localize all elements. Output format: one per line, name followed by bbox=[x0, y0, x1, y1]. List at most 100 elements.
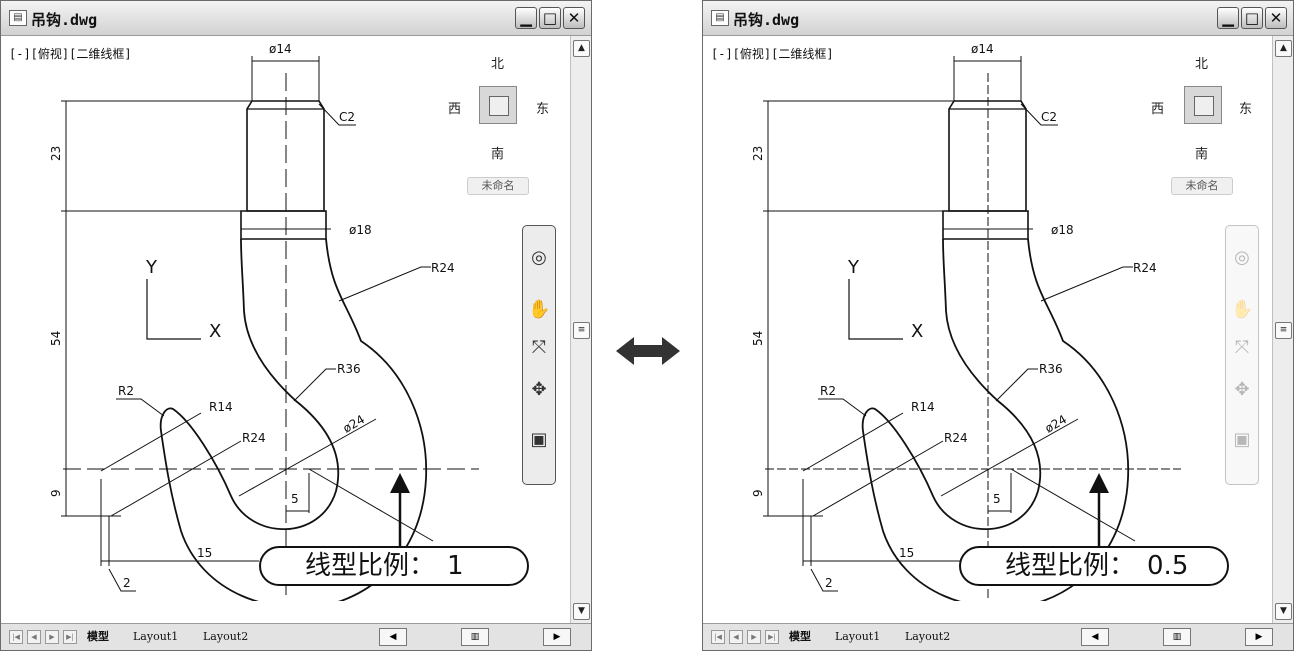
leader-c2 bbox=[1020, 103, 1058, 126]
minimize-button[interactable]: ▁ bbox=[1217, 7, 1239, 29]
dim-text-r24-left: R24 bbox=[944, 431, 968, 445]
leader-c2 bbox=[318, 103, 356, 126]
viewcube[interactable] bbox=[479, 86, 517, 124]
leader-r36 bbox=[995, 368, 1038, 402]
close-button[interactable]: ✕ bbox=[1265, 7, 1287, 29]
ucs-menu[interactable]: 未命名 bbox=[1171, 177, 1233, 195]
tab-model[interactable]: 模型 bbox=[87, 630, 109, 643]
dim-text-r2: R2 bbox=[118, 384, 134, 398]
ucs-x-label: X bbox=[911, 321, 923, 342]
minimize-button[interactable]: ▁ bbox=[515, 7, 537, 29]
scroll-up-icon[interactable]: ▲ bbox=[1275, 40, 1292, 57]
dim-text-2: 2 bbox=[123, 576, 131, 590]
viewport-label[interactable]: [-][俯视][二维线框] bbox=[9, 47, 132, 61]
dim-line-diag bbox=[308, 468, 434, 542]
tab-model[interactable]: 模型 bbox=[789, 630, 811, 643]
zoom-icon[interactable]: ⤧ bbox=[1234, 337, 1250, 358]
scroll-down-icon[interactable]: ▼ bbox=[573, 603, 590, 620]
scroll-up-icon[interactable]: ▲ bbox=[573, 40, 590, 57]
zoom-icon[interactable]: ⤧ bbox=[531, 337, 547, 358]
scroll-left-button[interactable]: ◀ bbox=[1081, 628, 1109, 646]
pan-hand-icon[interactable]: ✋ bbox=[528, 299, 551, 320]
dim-text-d18: ø18 bbox=[349, 223, 372, 237]
last-tab-button[interactable]: ▶| bbox=[63, 630, 77, 644]
ucs-axes bbox=[146, 279, 201, 340]
layout-tab-bar: |◀ ◀ ▶ ▶| 模型 Layout1 Layout2 ◀ ▥ ▶ bbox=[703, 623, 1293, 650]
viewcube-west[interactable]: 西 bbox=[1151, 102, 1165, 117]
prev-tab-button[interactable]: ◀ bbox=[729, 630, 743, 644]
dim-text-2: 2 bbox=[825, 576, 833, 590]
app-icon[interactable]: ▤ bbox=[711, 10, 729, 26]
pan-hand-icon[interactable]: ✋ bbox=[1231, 299, 1254, 320]
collar-outline bbox=[942, 210, 1029, 240]
leader-r24-top bbox=[338, 266, 431, 302]
leader-r14 bbox=[802, 412, 904, 472]
viewcube-north[interactable]: 北 bbox=[1195, 57, 1209, 72]
tab-layout2[interactable]: Layout2 bbox=[905, 630, 951, 643]
first-tab-button[interactable]: |◀ bbox=[711, 630, 725, 644]
viewcube-south[interactable]: 南 bbox=[491, 147, 505, 162]
next-tab-button[interactable]: ▶ bbox=[747, 630, 761, 644]
first-tab-button[interactable]: |◀ bbox=[9, 630, 23, 644]
close-button[interactable]: ✕ bbox=[563, 7, 585, 29]
viewcube-north[interactable]: 北 bbox=[491, 57, 505, 72]
viewcube-east[interactable]: 东 bbox=[536, 102, 550, 117]
horizontal-scroll-thumb[interactable]: ▥ bbox=[1163, 628, 1191, 646]
scroll-left-button[interactable]: ◀ bbox=[379, 628, 407, 646]
viewcube-top-face[interactable] bbox=[489, 96, 509, 116]
dim-text-9: 9 bbox=[49, 489, 63, 497]
horizontal-scroll-thumb[interactable]: ▥ bbox=[461, 628, 489, 646]
viewcube[interactable] bbox=[1184, 86, 1222, 124]
scroll-down-icon[interactable]: ▼ bbox=[1275, 603, 1292, 620]
dim-text-r36: R36 bbox=[337, 362, 361, 376]
tab-layout2[interactable]: Layout2 bbox=[203, 630, 249, 643]
vertical-scrollbar[interactable]: ▲ ≡ ▼ bbox=[1272, 36, 1293, 624]
steering-wheel-icon[interactable]: ◎ bbox=[1234, 247, 1250, 268]
dim-text-d14: ø14 bbox=[971, 42, 994, 56]
leader-2 bbox=[810, 568, 838, 592]
navigation-bar: ◎ ✋ ⤧ ✥ ▣ bbox=[1225, 225, 1259, 485]
leader-r24-left bbox=[812, 440, 944, 517]
title-bar[interactable]: ▤ 吊钩.dwg ▁ □ ✕ bbox=[1, 1, 591, 36]
drawing-window-right: ▤ 吊钩.dwg ▁ □ ✕ [-][俯视][二维线框] bbox=[702, 0, 1294, 651]
viewcube-south[interactable]: 南 bbox=[1195, 147, 1209, 162]
prev-tab-button[interactable]: ◀ bbox=[27, 630, 41, 644]
tab-layout1[interactable]: Layout1 bbox=[133, 630, 179, 643]
last-tab-button[interactable]: ▶| bbox=[765, 630, 779, 644]
dim-text-d24: ø24 bbox=[341, 412, 368, 435]
viewport-label[interactable]: [-][俯视][二维线框] bbox=[711, 47, 834, 61]
dim-text-c2: C2 bbox=[1041, 110, 1057, 124]
dim-text-15: 15 bbox=[899, 546, 914, 560]
dim-line-d24 bbox=[940, 418, 1079, 497]
orbit-icon[interactable]: ✥ bbox=[1234, 379, 1250, 400]
dim-text-d24: ø24 bbox=[1043, 412, 1070, 435]
dim-text-r2: R2 bbox=[820, 384, 836, 398]
showmotion-icon[interactable]: ▣ bbox=[1233, 429, 1251, 450]
maximize-button[interactable]: □ bbox=[1241, 7, 1263, 29]
vertical-scrollbar[interactable]: ▲ ≡ ▼ bbox=[570, 36, 591, 624]
scroll-right-button[interactable]: ▶ bbox=[1245, 628, 1273, 646]
scroll-thumb[interactable]: ≡ bbox=[573, 322, 590, 339]
leader-r24-top bbox=[1040, 266, 1133, 302]
viewcube-top-face[interactable] bbox=[1194, 96, 1214, 116]
viewcube-west[interactable]: 西 bbox=[448, 102, 462, 117]
dim-line-diag bbox=[1010, 468, 1136, 542]
scroll-thumb[interactable]: ≡ bbox=[1275, 322, 1292, 339]
leader-r24-left bbox=[110, 440, 242, 517]
ucs-menu[interactable]: 未命名 bbox=[467, 177, 529, 195]
callout-value: 1 bbox=[447, 551, 464, 581]
steering-wheel-icon[interactable]: ◎ bbox=[531, 247, 547, 268]
ucs-axes bbox=[848, 279, 903, 340]
app-icon[interactable]: ▤ bbox=[9, 10, 27, 26]
viewcube-east[interactable]: 东 bbox=[1239, 102, 1253, 117]
tab-layout1[interactable]: Layout1 bbox=[835, 630, 881, 643]
next-tab-button[interactable]: ▶ bbox=[45, 630, 59, 644]
title-bar[interactable]: ▤ 吊钩.dwg ▁ □ ✕ bbox=[703, 1, 1293, 36]
showmotion-icon[interactable]: ▣ bbox=[530, 429, 548, 450]
maximize-button[interactable]: □ bbox=[539, 7, 561, 29]
leader-2 bbox=[108, 568, 136, 592]
dim-text-c2: C2 bbox=[339, 110, 355, 124]
scroll-right-button[interactable]: ▶ bbox=[543, 628, 571, 646]
collar-outline bbox=[240, 210, 327, 240]
orbit-icon[interactable]: ✥ bbox=[531, 379, 547, 400]
